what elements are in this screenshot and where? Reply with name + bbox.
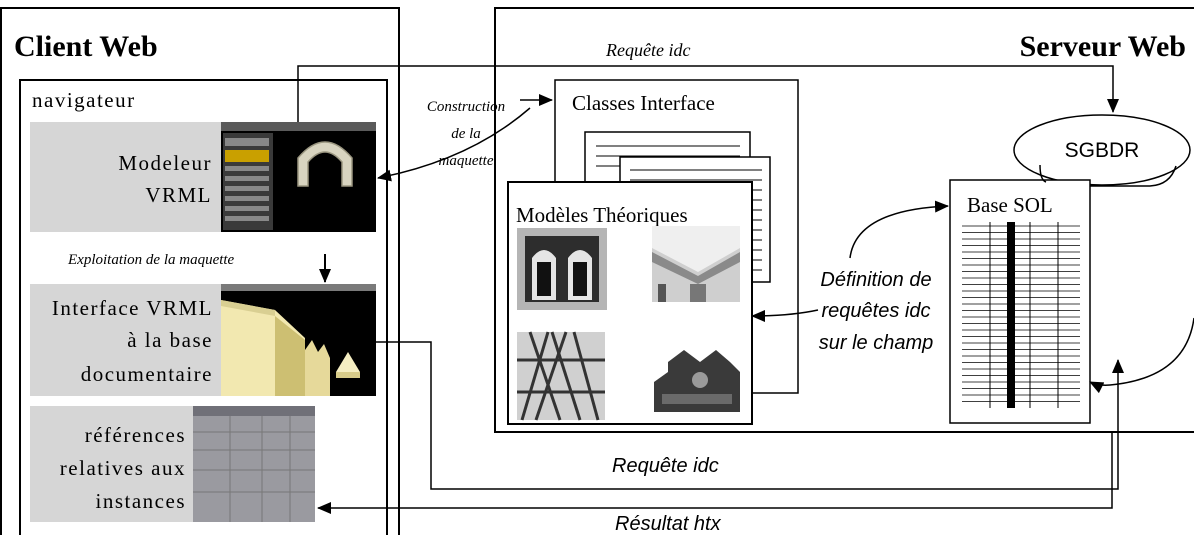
pediment-model-image xyxy=(654,340,740,412)
server-web-title: Serveur Web xyxy=(1020,30,1186,63)
references-label-line2: relatives aux xyxy=(60,456,186,480)
references-screenshot xyxy=(193,406,315,522)
base-sol-lines xyxy=(962,225,1080,402)
query-definition-line2: requêtes idc xyxy=(822,300,931,322)
browser-frame: navigateur xyxy=(19,79,388,540)
vrml-interface-screenshot xyxy=(221,284,376,396)
top-query-arrow xyxy=(297,65,1119,122)
window-model-image xyxy=(517,228,607,310)
timber-model-image xyxy=(517,331,605,421)
query-definition-line1: Définition de xyxy=(820,269,931,291)
construction-line2: de la xyxy=(451,126,481,142)
references-block: références relatives aux instances xyxy=(30,406,315,522)
vrml-interface-label-line1: Interface VRML xyxy=(52,296,213,320)
definition-arrow-to-models xyxy=(751,309,819,322)
client-web-title: Client Web xyxy=(14,30,158,63)
bottom-query-arrow xyxy=(376,341,1124,490)
base-sol-label: Base SOL xyxy=(967,193,1053,217)
vrml-interface-label-line2: à la base xyxy=(127,328,213,352)
sgbdr-base-connector xyxy=(1039,164,1047,183)
base-right-loop xyxy=(1089,317,1194,394)
vrml-interface-label-line3: documentaire xyxy=(81,362,213,386)
references-label-line3: instances xyxy=(96,489,186,513)
result-label: Résultat htx xyxy=(615,513,722,535)
construction-arrow-in xyxy=(377,107,531,182)
bottom-query-label: Requête idc xyxy=(612,455,719,477)
vrml-interface-block: Interface VRML à la base documentaire xyxy=(30,284,376,396)
top-query-label: Requête idc xyxy=(605,40,690,60)
exploitation-label: Exploitation de la maquette xyxy=(67,252,235,268)
base-sol-document: Base SOL xyxy=(949,179,1091,424)
theoretical-models-card: Modèles Théoriques xyxy=(507,181,753,425)
vault-model-image xyxy=(652,226,740,302)
vrml-modeler-screenshot xyxy=(221,122,376,232)
result-arrow xyxy=(317,432,1113,514)
construction-line3: maquette xyxy=(439,153,494,169)
client-web-panel: Client Web navigateur Modeleur VRML xyxy=(0,7,400,540)
references-label-line1: références xyxy=(85,423,186,447)
sgbdr-node: SGBDR xyxy=(1013,114,1191,186)
query-definition-line3: sur le champ xyxy=(819,332,934,354)
sgbdr-right-connector xyxy=(1090,165,1177,187)
browser-label: navigateur xyxy=(32,88,136,112)
sgbdr-label: SGBDR xyxy=(1065,139,1140,162)
classes-interface-label: Classes Interface xyxy=(572,91,715,115)
vrml-modeler-label-line2: VRML xyxy=(145,183,212,207)
query-definition-note: Définition de requêtes idc sur le champ xyxy=(819,269,934,354)
construction-note: Construction de la maquette xyxy=(427,99,505,169)
vrml-modeler-block: Modeleur VRML xyxy=(30,122,376,232)
server-web-panel: Serveur Web Classes Interface xyxy=(494,7,1194,433)
vrml-modeler-label-line1: Modeleur xyxy=(118,151,212,175)
definition-arrow-to-base xyxy=(849,200,949,259)
construction-line1: Construction xyxy=(427,99,505,115)
theoretical-models-label: Modèles Théoriques xyxy=(516,203,688,227)
